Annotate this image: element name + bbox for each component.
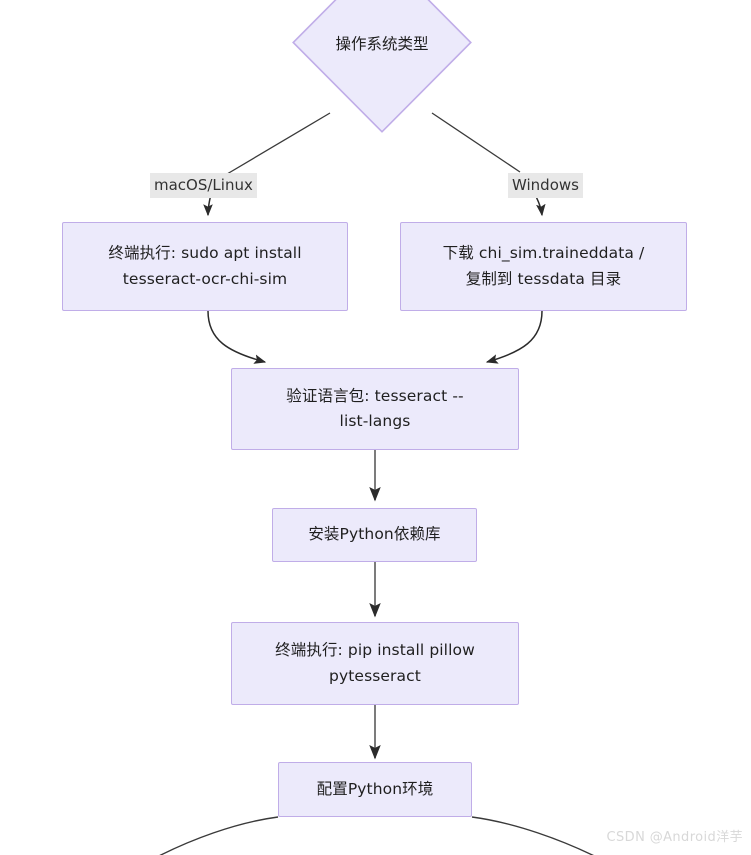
diamond-shape-icon bbox=[292, 0, 472, 133]
edge-label-macos-linux: macOS/Linux bbox=[150, 173, 257, 198]
node-configure-python-env-label: 配置Python环境 bbox=[316, 779, 434, 798]
node-install-python-deps-label: 安装Python依赖库 bbox=[308, 525, 441, 544]
node-mac-linux-install-label: 终端执行: sudo apt install tesseract-ocr-chi… bbox=[108, 244, 302, 288]
node-mac-linux-install[interactable]: 终端执行: sudo apt install tesseract-ocr-chi… bbox=[62, 222, 348, 311]
node-windows-install[interactable]: 下载 chi_sim.traineddata / 复制到 tessdata 目录 bbox=[400, 222, 687, 311]
edge-windows-to-verify bbox=[485, 310, 543, 364]
node-pip-install[interactable]: 终端执行: pip install pillow pytesseract bbox=[231, 622, 519, 705]
edge-configure-env-outgoing bbox=[159, 816, 594, 855]
node-os-type[interactable]: 操作系统类型 bbox=[292, 0, 472, 133]
edge-label-windows: Windows bbox=[508, 173, 583, 198]
node-os-type-label: 操作系统类型 bbox=[335, 34, 429, 53]
node-windows-install-label: 下载 chi_sim.traineddata / 复制到 tessdata 目录 bbox=[442, 244, 645, 288]
node-verify-langs[interactable]: 验证语言包: tesseract -- list-langs bbox=[231, 368, 519, 450]
edge-mac-linux-to-verify bbox=[207, 310, 267, 364]
node-verify-langs-label: 验证语言包: tesseract -- list-langs bbox=[286, 386, 464, 430]
node-install-python-deps[interactable]: 安装Python依赖库 bbox=[272, 508, 477, 562]
watermark: CSDN @Android洋芋 bbox=[606, 830, 743, 845]
node-pip-install-label: 终端执行: pip install pillow pytesseract bbox=[275, 641, 475, 685]
node-configure-python-env[interactable]: 配置Python环境 bbox=[278, 762, 472, 817]
